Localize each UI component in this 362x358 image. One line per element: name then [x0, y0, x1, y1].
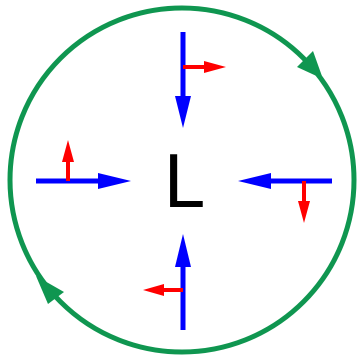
- orbit-circle: [7, 5, 357, 355]
- primary-arrowhead-bottom: [175, 234, 191, 267]
- secondary-arrowhead-bottom: [143, 284, 164, 296]
- arrow-pair-left: [36, 140, 131, 189]
- center-label: L: [163, 140, 203, 224]
- orbit-arrowhead-upper-right: [297, 51, 323, 79]
- orbit-arrowhead-lower-left: [36, 276, 64, 304]
- secondary-arrowhead-left: [62, 140, 74, 162]
- primary-arrowhead-top: [175, 96, 191, 128]
- arrow-pair-top: [175, 32, 226, 128]
- arrow-pair-bottom: [143, 234, 191, 330]
- secondary-arrowhead-top: [204, 61, 226, 73]
- secondary-arrowhead-right: [298, 201, 310, 223]
- arrow-pair-right: [238, 173, 332, 223]
- primary-arrowhead-right: [238, 173, 271, 189]
- primary-arrowhead-left: [98, 173, 131, 189]
